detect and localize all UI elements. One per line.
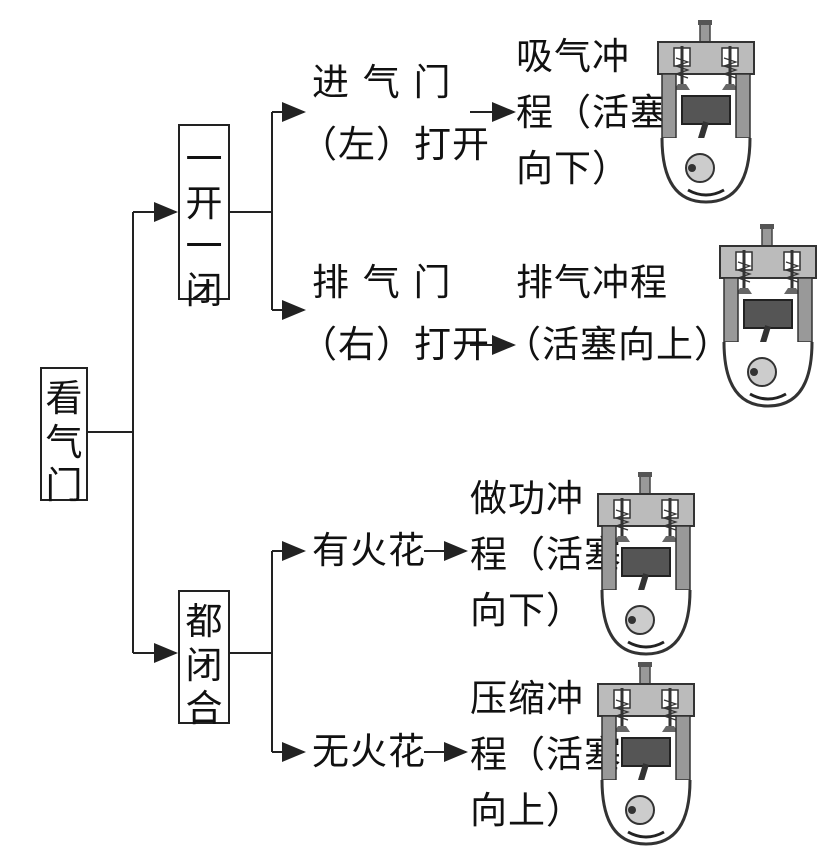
result-2-line-2: （活塞向上）: [504, 323, 732, 366]
exhaust-stroke-engine-icon: [714, 222, 822, 412]
root-box: 看 气 门: [40, 367, 88, 507]
branch-box-both-closed: 都 闭 合: [178, 590, 230, 730]
result-4-line-3: 向上）: [470, 789, 584, 832]
result-1-line-3: 向下）: [516, 147, 630, 190]
result-1-line-2: 程（活塞: [516, 91, 668, 134]
root-label: 看 气 门: [45, 377, 83, 508]
result-3-line-3: 向下）: [470, 589, 584, 632]
case-1-condition-line-2: （左）打开: [300, 123, 490, 166]
result-3-line-1: 做功冲: [470, 477, 584, 520]
power-stroke-engine-icon: [592, 470, 700, 660]
result-4-line-2: 程（活塞: [470, 733, 622, 776]
case-3-condition: 有火花: [312, 529, 426, 572]
result-1-line-1: 吸气冲: [516, 35, 630, 78]
case-1-condition-line-1: 进 气 门: [312, 61, 452, 104]
branch-1-label: 一 开 一 闭: [185, 138, 223, 312]
intake-stroke-engine-icon: [652, 18, 760, 208]
result-2-line-1: 排气冲程: [516, 261, 668, 304]
case-4-condition: 无火花: [312, 730, 426, 773]
result-4-line-1: 压缩冲: [470, 677, 584, 720]
case-2-condition-line-2: （右）打开: [300, 323, 490, 366]
case-2-condition-line-1: 排 气 门: [312, 261, 452, 304]
branch-box-one-open-one-closed: 一 开 一 闭: [178, 124, 230, 312]
branch-2-label: 都 闭 合: [185, 600, 223, 731]
compression-stroke-engine-icon: [592, 660, 700, 850]
result-3-line-2: 程（活塞: [470, 533, 622, 576]
